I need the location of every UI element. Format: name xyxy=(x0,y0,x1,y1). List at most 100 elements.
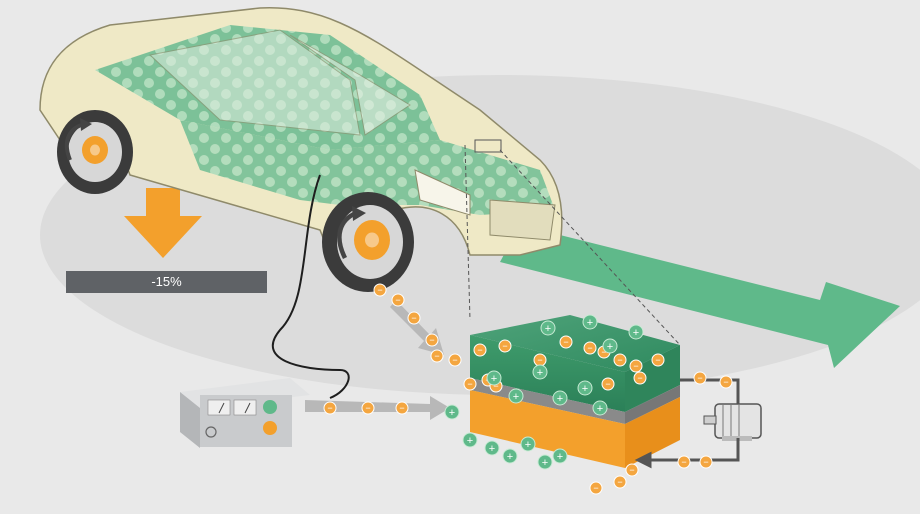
cation-icon xyxy=(602,338,618,354)
electron-icon xyxy=(430,349,444,363)
electron-symbol: − xyxy=(477,345,482,355)
cation-symbol: + xyxy=(633,327,639,339)
cation-icon xyxy=(582,314,598,330)
zoom-lines xyxy=(464,139,681,346)
electron-symbol: − xyxy=(399,403,404,413)
charger-icon xyxy=(180,378,310,448)
electron-symbol: − xyxy=(587,343,592,353)
electron-icon xyxy=(323,401,337,415)
electron-symbol: − xyxy=(605,379,610,389)
electron-icon xyxy=(473,343,487,357)
cation-icon xyxy=(552,390,568,406)
electron-symbol: − xyxy=(563,337,568,347)
electron-icon xyxy=(651,353,665,367)
cation-icon xyxy=(540,320,556,336)
electron-symbol: − xyxy=(703,457,708,467)
electron-icon xyxy=(677,455,691,469)
weight-reduction-label: -15% xyxy=(66,271,267,293)
battery-cell-icon xyxy=(470,315,680,468)
cation-symbol: + xyxy=(607,341,613,353)
electron-symbol: − xyxy=(617,355,622,365)
electron-icon xyxy=(613,475,627,489)
electron-icon xyxy=(633,371,647,385)
cation-symbol: + xyxy=(557,393,563,405)
cation-symbol: + xyxy=(545,323,551,335)
electron-icon xyxy=(498,339,512,353)
electron-symbol: − xyxy=(617,477,622,487)
electron-icon xyxy=(625,463,639,477)
electron-symbol: − xyxy=(681,457,686,467)
electron-symbol: − xyxy=(633,361,638,371)
cation-symbol: + xyxy=(525,439,531,451)
electron-icon xyxy=(719,375,733,389)
particle-layer: −−−−−−−−−−−−−−−−−−−−−−−−−−−−−−++++++++++… xyxy=(323,283,733,495)
electron-symbol: − xyxy=(411,313,416,323)
electron-icon xyxy=(629,359,643,373)
electron-symbol: − xyxy=(395,295,400,305)
cation-icon xyxy=(444,404,460,420)
electron-icon xyxy=(693,371,707,385)
electron-symbol: − xyxy=(629,465,634,475)
power-icon xyxy=(205,426,217,438)
down-arrow-icon xyxy=(124,188,202,258)
cation-icon xyxy=(628,324,644,340)
electron-symbol: − xyxy=(327,403,332,413)
cation-symbol: + xyxy=(537,367,543,379)
electron-icon xyxy=(583,341,597,355)
electron-icon xyxy=(407,311,421,325)
motor-icon xyxy=(703,403,762,441)
cation-icon xyxy=(537,454,553,470)
electron-icon xyxy=(699,455,713,469)
electron-symbol: − xyxy=(452,355,457,365)
electron-icon xyxy=(448,353,462,367)
cation-symbol: + xyxy=(507,451,513,463)
cation-icon xyxy=(484,440,500,456)
cation-icon xyxy=(552,448,568,464)
rotation-arrow-icon xyxy=(337,210,358,260)
electron-symbol: − xyxy=(537,355,542,365)
electron-icon xyxy=(373,283,387,297)
cation-icon xyxy=(462,432,478,448)
electron-symbol: − xyxy=(723,377,728,387)
cation-icon xyxy=(532,364,548,380)
electron-symbol: − xyxy=(697,373,702,383)
cation-icon xyxy=(577,380,593,396)
electron-symbol: − xyxy=(601,347,606,357)
electron-icon xyxy=(613,353,627,367)
electron-icon xyxy=(463,377,477,391)
electron-symbol: − xyxy=(434,351,439,361)
electron-symbol: − xyxy=(655,355,660,365)
electron-icon xyxy=(361,401,375,415)
cation-symbol: + xyxy=(513,391,519,403)
cation-symbol: + xyxy=(491,373,497,385)
electron-symbol: − xyxy=(502,341,507,351)
electron-icon xyxy=(395,401,409,415)
cation-icon xyxy=(502,448,518,464)
cation-symbol: + xyxy=(467,435,473,447)
rear-wheel xyxy=(57,110,133,194)
electron-icon xyxy=(391,293,405,307)
electron-symbol: − xyxy=(365,403,370,413)
electron-icon xyxy=(559,335,573,349)
cation-symbol: + xyxy=(557,451,563,463)
cation-icon xyxy=(520,436,536,452)
electron-icon xyxy=(589,481,603,495)
charging-cable xyxy=(271,174,350,399)
electron-symbol: − xyxy=(467,379,472,389)
front-wheel xyxy=(322,192,414,292)
cation-symbol: + xyxy=(449,407,455,419)
cation-symbol: + xyxy=(489,443,495,455)
cation-symbol: + xyxy=(597,403,603,415)
electron-symbol: − xyxy=(377,285,382,295)
electron-symbol: − xyxy=(493,381,498,391)
cation-icon xyxy=(508,388,524,404)
cation-icon xyxy=(486,370,502,386)
car xyxy=(39,7,563,256)
electron-symbol: − xyxy=(593,483,598,493)
electron-icon xyxy=(601,377,615,391)
electron-symbol: − xyxy=(429,335,434,345)
forward-arrow-icon xyxy=(500,225,900,368)
cation-symbol: + xyxy=(582,383,588,395)
